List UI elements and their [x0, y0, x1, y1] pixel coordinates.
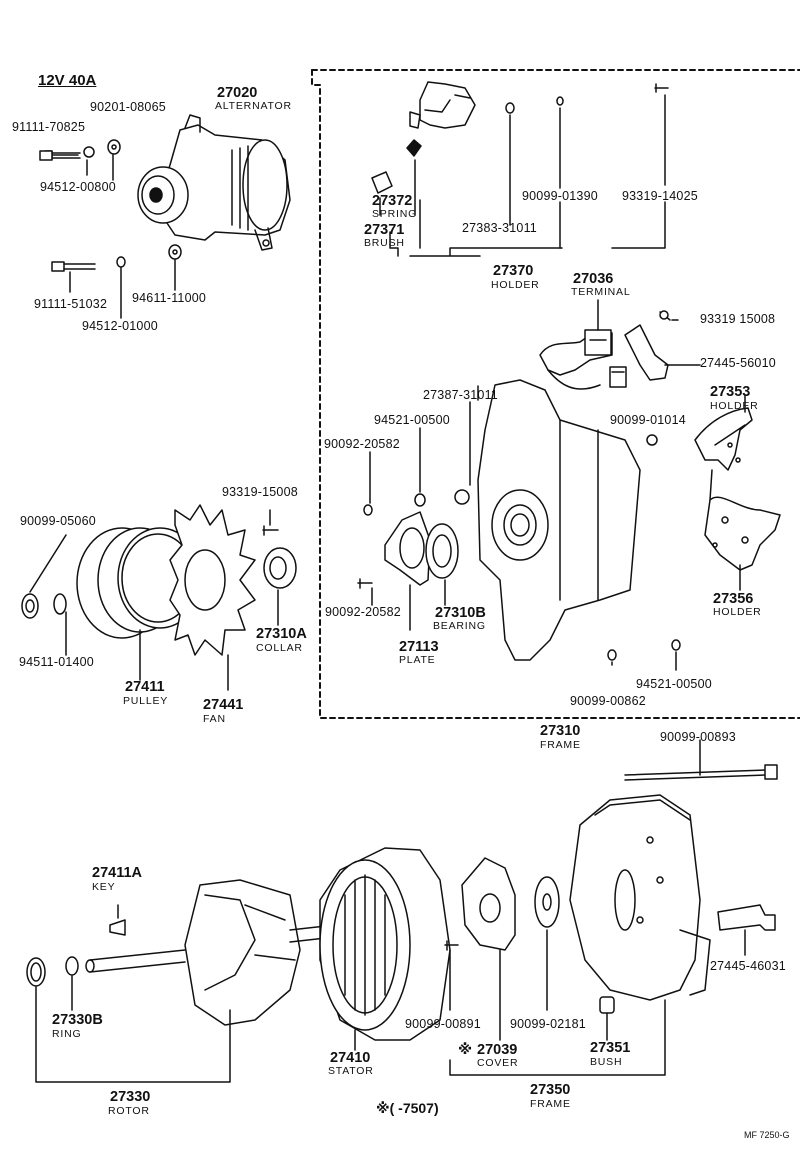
pn-27039: 27039	[477, 1042, 518, 1058]
frame-27310-drawing	[363, 379, 641, 661]
name-ring: RING	[52, 1028, 82, 1040]
name-pulley: PULLEY	[123, 695, 169, 707]
name-bush: BUSH	[590, 1056, 623, 1068]
pn-27310: 27310	[540, 723, 581, 739]
pn-27356: 27356	[713, 591, 754, 607]
frame-boundary-dashed	[311, 69, 800, 719]
holder-plates-drawing	[646, 394, 781, 591]
pn-27113: 27113	[399, 639, 439, 655]
diagram-code: MF 7250-G	[744, 1130, 790, 1140]
pn-27445-56010: 27445-56010	[700, 356, 776, 370]
cover-drawing	[444, 857, 516, 1041]
frame-27350-drawing	[449, 794, 711, 1076]
pn-94611-11000: 94611-11000	[132, 291, 207, 305]
pn-27330: 27330	[110, 1089, 151, 1105]
stator-drawing	[319, 847, 451, 1051]
pn-93319-15008-upper: 93319 15008	[700, 312, 776, 326]
pn-27372: 27372	[372, 193, 413, 209]
pn-27411A: 27411A	[92, 865, 142, 881]
pn-27370: 27370	[493, 263, 534, 279]
pn-93319-14025: 93319-14025	[622, 189, 698, 203]
pn-27351: 27351	[590, 1040, 631, 1056]
pn-90099-02181: 90099-02181	[510, 1017, 586, 1031]
pn-90099-00862: 90099-00862	[570, 694, 646, 708]
name-plate: PLATE	[399, 654, 436, 666]
pn-90099-01390: 90099-01390	[522, 189, 598, 203]
name-collar: COLLAR	[256, 642, 303, 654]
pn-27387-31011: 27387-31011	[423, 388, 498, 402]
name-spring: SPRING	[372, 208, 418, 220]
name-cover: COVER	[477, 1057, 519, 1069]
pn-91111-51032: 91111-51032	[34, 297, 108, 311]
name-terminal: TERMINAL	[571, 286, 631, 298]
pn-90099-00893: 90099-00893	[660, 730, 736, 744]
pn-90201-08065: 90201-08065	[90, 100, 166, 114]
pn-27383-31011: 27383-31011	[462, 221, 537, 235]
name-frame-27350: FRAME	[530, 1098, 571, 1110]
terminal-drawing	[539, 299, 627, 390]
pn-90099-01014: 90099-01014	[610, 413, 686, 427]
pn-90099-00891: 90099-00891	[405, 1017, 481, 1031]
pn-94521-00500-upper: 94521-00500	[374, 413, 450, 427]
pn-93319-15008-lower: 93319-15008	[222, 485, 298, 499]
name-holder-27353: HOLDER	[710, 400, 759, 412]
name-holder-27356: HOLDER	[713, 606, 762, 618]
pn-94512-01000: 94512-01000	[82, 319, 158, 333]
pn-27410: 27410	[330, 1050, 371, 1066]
name-frame-27310: FRAME	[540, 739, 581, 751]
pn-90092-20582-lower: 90092-20582	[325, 605, 401, 619]
pn-27350: 27350	[530, 1082, 571, 1098]
pn-90099-05060: 90099-05060	[20, 514, 96, 528]
bracket-27445-56010-drawing	[624, 310, 701, 381]
pn-27036: 27036	[573, 271, 614, 287]
pn-94511-01400: 94511-01400	[19, 655, 94, 669]
name-stator: STATOR	[328, 1065, 374, 1077]
name-rotor: ROTOR	[108, 1105, 150, 1117]
through-bolt-drawing	[624, 739, 778, 781]
alternator-assembly-drawing	[137, 114, 291, 251]
voltage-rating-header: 12V 40A	[38, 72, 97, 89]
plate-bearing-drawing	[357, 511, 681, 671]
name-fan: FAN	[203, 713, 226, 725]
pn-27310A: 27310A	[256, 626, 307, 642]
pn-90092-20582-upper: 90092-20582	[324, 437, 400, 451]
pn-27330B: 27330B	[52, 1012, 103, 1028]
name-key: KEY	[92, 881, 116, 893]
brush-holder-drawing	[371, 81, 669, 257]
pn-91111-70825: 91111-70825	[12, 120, 86, 134]
pn-94521-00500-lower: 94521-00500	[636, 677, 712, 691]
alt-fasteners	[39, 139, 182, 319]
name-holder-27370: HOLDER	[491, 279, 540, 291]
clip-drawing	[717, 904, 776, 956]
pn-94512-00800: 94512-00800	[40, 180, 116, 194]
serial-range-footnote: ※( -7507)	[376, 1100, 439, 1116]
pn-27371: 27371	[364, 222, 405, 238]
washer-bush-drawing	[534, 876, 615, 1041]
pn-27310B: 27310B	[435, 605, 486, 621]
pulley-fan-drawing	[21, 504, 297, 691]
pn-27020: 27020	[217, 85, 258, 101]
pn-27441: 27441	[203, 697, 244, 713]
pn-27411: 27411	[125, 679, 165, 695]
pn-27353: 27353	[710, 384, 751, 400]
name-alternator: ALTERNATOR	[215, 100, 292, 112]
pn-27445-46031: 27445-46031	[710, 959, 786, 973]
rotor-drawing	[26, 879, 336, 1083]
cover-mark: ※	[458, 1042, 473, 1058]
name-bearing: BEARING	[433, 620, 486, 632]
name-brush: BRUSH	[364, 237, 405, 249]
